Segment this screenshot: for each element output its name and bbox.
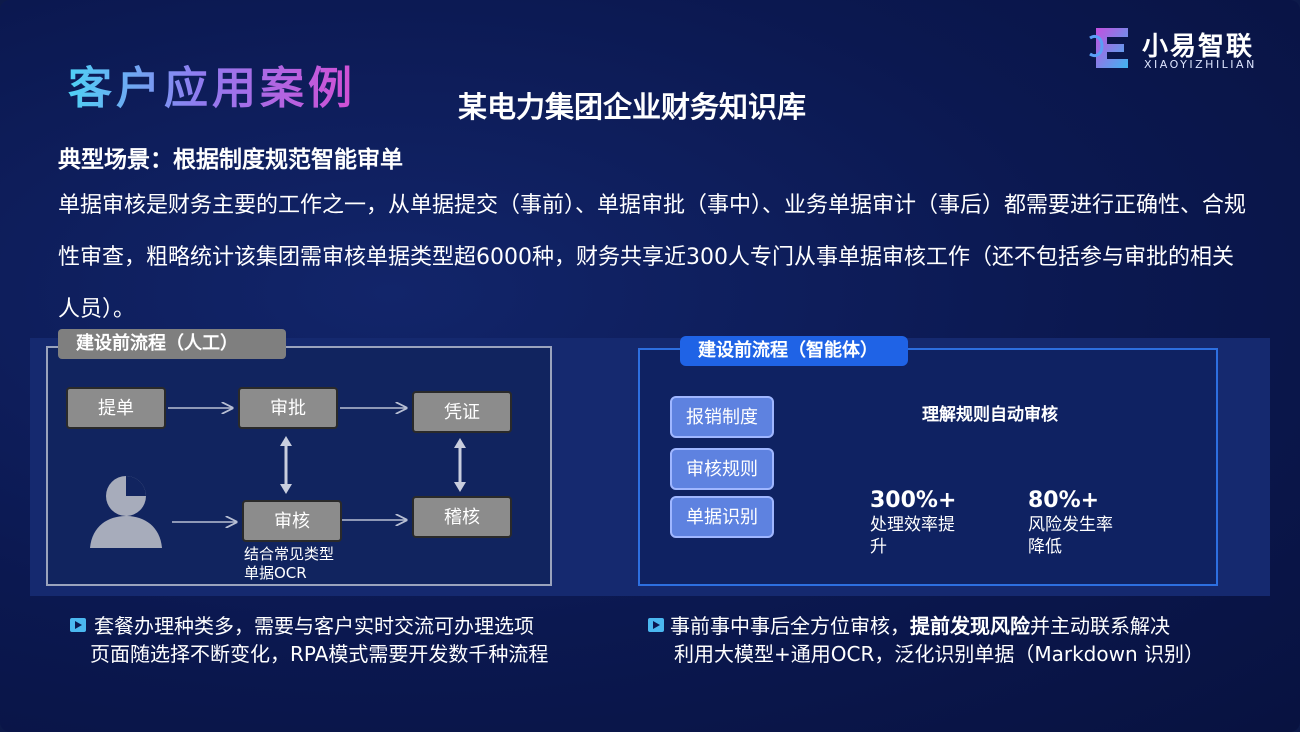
bullet-play-icon xyxy=(648,618,664,632)
manual-flow-tag: 建设前流程（人工） xyxy=(58,329,286,359)
user-pie-icon xyxy=(90,476,162,548)
logo-e-icon xyxy=(1089,28,1128,68)
stat-risk-label-2: 降低 xyxy=(1028,537,1062,557)
step-voucher: 凭证 xyxy=(412,391,512,433)
step-approve: 审批 xyxy=(238,387,338,429)
stat-efficiency-value: 300%+ xyxy=(870,488,957,513)
bullet-right-part-c: 并主动联系解决 xyxy=(1030,614,1170,638)
input-rules: 审核规则 xyxy=(670,448,774,490)
step-audit: 稽核 xyxy=(412,496,512,538)
stat-risk-value: 80%+ xyxy=(1028,488,1100,513)
arrow-voucher-audit xyxy=(454,438,466,492)
stat-risk-label-1: 风险发生率 xyxy=(1028,515,1113,535)
bullet-left-line-2: 页面随选择不断变化，RPA模式需要开发数千种流程 xyxy=(90,642,549,666)
review-note-1: 结合常见类型 xyxy=(244,545,335,563)
bullet-right-line-1: 事前事中事后全方位审核，提前发现风险并主动联系解决 xyxy=(670,612,1170,640)
agent-flow-tag: 建设前流程（智能体） xyxy=(680,336,908,366)
action-label: 理解规则自动审核 xyxy=(922,405,1058,425)
bullet-left-line-1: 套餐办理种类多，需要与客户实时交流可办理选项 xyxy=(94,614,534,638)
step-submit: 提单 xyxy=(66,387,166,429)
logo-text-cn: 小易智联 xyxy=(1142,32,1255,62)
page-title: 客户应用案例 xyxy=(68,52,356,116)
stat-efficiency-label-1: 处理效率提 xyxy=(870,515,955,535)
case-subtitle: 某电力集团企业财务知识库 xyxy=(458,90,807,124)
company-logo: 小易智联 XIAOYIZHILIAN xyxy=(1088,24,1278,76)
logo-text-en: XIAOYIZHILIAN xyxy=(1144,58,1257,71)
scene-title: 典型场景：根据制度规范智能审单 xyxy=(58,147,403,173)
stat-efficiency-label-2: 升 xyxy=(870,537,887,557)
arrow-approve-review xyxy=(280,436,292,494)
bullet-right-line-2: 利用大模型+通用OCR，泛化识别单据（Markdown 识别） xyxy=(674,642,1204,666)
bullet-play-icon xyxy=(70,618,86,632)
input-recognition: 单据识别 xyxy=(670,496,774,538)
review-note-2: 单据OCR xyxy=(244,564,307,582)
bullet-right-part-a: 事前事中事后全方位审核， xyxy=(670,614,910,638)
bullet-right-emphasis: 提前发现风险 xyxy=(910,614,1030,638)
step-review: 审核 xyxy=(242,500,342,542)
scene-description: 单据审核是财务主要的工作之一，从单据提交（事前）、单据审批（事中）、业务单据审计… xyxy=(58,193,1247,322)
input-policy: 报销制度 xyxy=(670,396,774,438)
